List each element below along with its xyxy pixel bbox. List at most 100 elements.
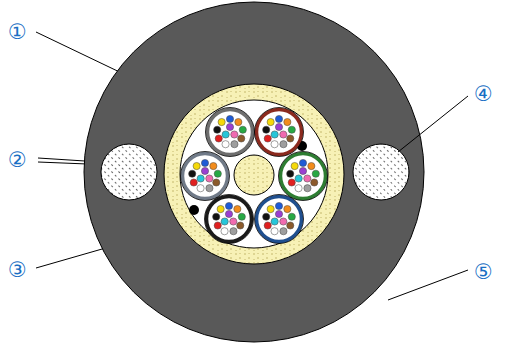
filler-rod: [189, 205, 199, 215]
optical-fiber: [215, 135, 222, 142]
tube-outline: [205, 195, 254, 244]
tube-wall: [257, 110, 302, 155]
optical-fiber: [206, 175, 213, 182]
optical-fiber: [213, 213, 220, 220]
optical-fiber: [275, 115, 282, 122]
leader-line: [398, 96, 468, 152]
loose-tubes: [181, 108, 328, 244]
tube-outline: [181, 152, 230, 201]
tube-outline: [255, 195, 304, 244]
optical-fiber: [311, 179, 318, 186]
optical-fiber: [275, 210, 282, 217]
optical-fiber: [221, 218, 228, 225]
tube-wall: [281, 154, 326, 199]
optical-fiber: [291, 162, 298, 169]
tube-wall: [257, 197, 302, 242]
optical-fiber: [267, 205, 274, 212]
tube-outline: [255, 108, 304, 157]
optical-fiber: [193, 162, 200, 169]
optical-fiber: [288, 213, 295, 220]
optical-fiber: [295, 185, 302, 192]
optical-fiber: [308, 162, 315, 169]
optical-fiber: [197, 175, 204, 182]
optical-fiber: [271, 218, 278, 225]
leader-lines: [388, 96, 468, 300]
optical-fiber: [230, 228, 237, 235]
optical-fiber: [210, 162, 217, 169]
optical-fiber: [213, 179, 220, 186]
optical-fiber: [235, 118, 242, 125]
leader-line: [388, 270, 468, 300]
optical-fiber: [222, 141, 229, 148]
optical-fiber: [299, 159, 306, 166]
optical-fiber: [287, 135, 294, 142]
optical-fiber: [304, 185, 311, 192]
optical-fiber: [226, 123, 233, 130]
optical-fiber: [287, 222, 294, 229]
optical-fiber: [267, 118, 274, 125]
optical-fiber: [280, 218, 287, 225]
callout-number: ⑤: [474, 262, 493, 283]
optical-fiber: [264, 222, 271, 229]
callout-number: ②: [8, 150, 27, 171]
loose-tube: [205, 195, 254, 244]
optical-fiber: [271, 141, 278, 148]
tube-outline: [206, 108, 255, 157]
tube-outline: [279, 152, 328, 201]
optical-fiber: [284, 118, 291, 125]
optical-fiber: [299, 167, 306, 174]
optical-fiber: [214, 170, 221, 177]
optical-fiber: [287, 170, 294, 177]
strength-member: [101, 144, 157, 200]
optical-fiber: [201, 159, 208, 166]
tube-wall: [208, 110, 253, 155]
tube-wall: [183, 154, 228, 199]
loose-tube: [255, 108, 304, 157]
core-filling: [180, 100, 328, 248]
optical-fiber: [230, 218, 237, 225]
optical-fiber: [295, 175, 302, 182]
optical-fiber: [271, 131, 278, 138]
optical-fiber: [197, 185, 204, 192]
optical-fiber: [237, 222, 244, 229]
optical-fiber: [218, 118, 225, 125]
loose-tube: [279, 152, 328, 201]
optical-fiber: [280, 141, 287, 148]
loose-tube: [181, 152, 230, 201]
optical-fiber: [217, 205, 224, 212]
central-member: [234, 155, 274, 195]
optical-fiber: [201, 167, 208, 174]
optical-fiber: [189, 170, 196, 177]
loose-tube: [206, 108, 255, 157]
optical-fiber: [280, 228, 287, 235]
loose-tube: [255, 195, 304, 244]
armor-tape: [164, 84, 344, 264]
optical-fiber: [206, 185, 213, 192]
optical-fiber: [263, 213, 270, 220]
optical-fiber: [221, 228, 228, 235]
optical-fiber: [231, 131, 238, 138]
optical-fiber: [234, 205, 241, 212]
optical-fiber: [225, 202, 232, 209]
optical-fiber: [238, 213, 245, 220]
optical-fiber: [264, 135, 271, 142]
optical-fiber: [238, 135, 245, 142]
optical-fiber: [275, 202, 282, 209]
optical-fiber: [239, 126, 246, 133]
optical-fiber: [312, 170, 319, 177]
tube-wall: [207, 197, 252, 242]
optical-fiber: [288, 179, 295, 186]
optical-fiber: [214, 126, 221, 133]
optical-fiber: [225, 210, 232, 217]
callout-number: ①: [8, 22, 27, 43]
optical-fiber: [284, 205, 291, 212]
optical-fiber: [275, 123, 282, 130]
optical-fiber: [190, 179, 197, 186]
optical-fiber: [288, 126, 295, 133]
optical-fiber: [222, 131, 229, 138]
callout-number: ③: [8, 260, 27, 281]
optical-fiber: [231, 141, 238, 148]
outer-jacket: [84, 2, 424, 342]
